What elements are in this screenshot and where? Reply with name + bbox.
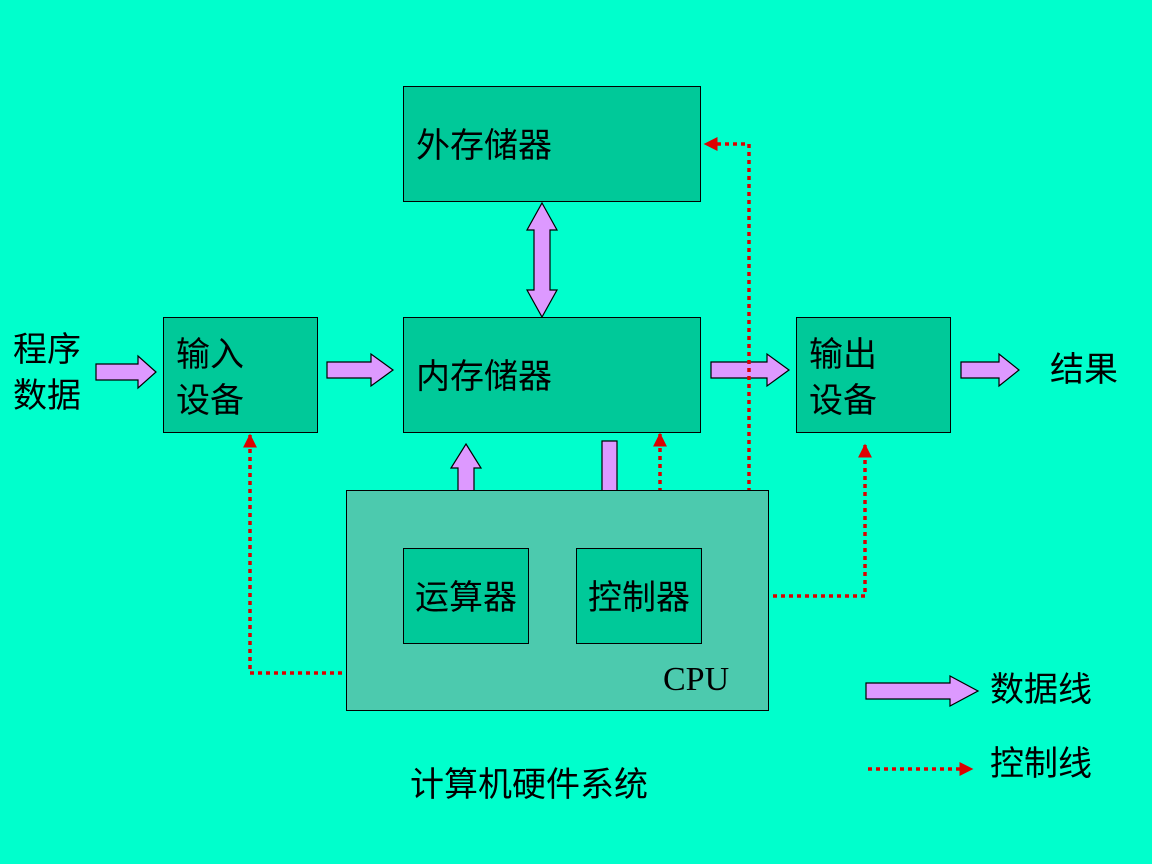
data-arrow-external-memory [525, 201, 559, 319]
control-line-to-output [749, 443, 872, 598]
data-arrow-input-to-memory [326, 352, 395, 388]
external-storage-label: 外存储器 [416, 126, 552, 166]
alu-label: 运算器 [415, 578, 517, 618]
controller-label: 控制器 [588, 578, 690, 618]
main-memory-label: 内存储器 [416, 357, 552, 397]
input-device-label-line2: 设备 [176, 381, 244, 421]
legend-control-line-label: 控制线 [990, 744, 1092, 784]
input-text-line2: 数据 [13, 376, 81, 416]
diagram-title: 计算机硬件系统 [410, 765, 648, 805]
output-device-label-line1: 输出 [809, 335, 877, 375]
output-result-text: 结果 [1050, 350, 1118, 390]
cpu-label: CPU [663, 661, 730, 698]
external-storage-box: 外存储器 [403, 86, 701, 202]
input-text-line1: 程序 [13, 330, 81, 370]
legend-data-arrow [865, 674, 980, 708]
legend-data-line-label: 数据线 [990, 670, 1092, 710]
input-device-label-line1: 输入 [176, 335, 244, 375]
data-arrow-output-out [960, 352, 1020, 388]
main-memory-box: 内存储器 [403, 317, 701, 433]
output-device-box: 输出 设备 [796, 317, 951, 433]
input-device-box: 输入 设备 [163, 317, 318, 433]
data-arrow-input-in [95, 354, 157, 390]
output-device-label-line2: 设备 [809, 381, 877, 421]
alu-box: 运算器 [403, 548, 529, 644]
controller-box: 控制器 [576, 548, 702, 644]
